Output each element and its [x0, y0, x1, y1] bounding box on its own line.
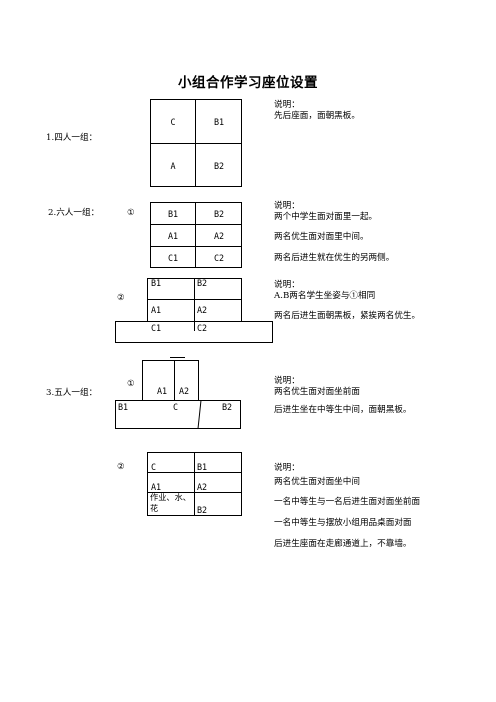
seat-a1: A1 [157, 386, 168, 396]
seat-b1: B1 [197, 462, 208, 472]
seat-a1: A1 [167, 231, 179, 241]
grid-frame [115, 400, 241, 429]
note-five2-line: 一名中等生与一名后进生面对面坐前面 [274, 497, 421, 507]
grid-row-divider [150, 143, 242, 144]
grid-frame [150, 202, 242, 268]
option-marker: ① [127, 379, 135, 389]
option-marker: ② [117, 293, 125, 303]
note-four-line: 先后座面，面朝黑板。 [274, 111, 360, 121]
note-five1-heading: 说明： [274, 376, 300, 386]
seating-grid-four: C B1 A B2 [150, 99, 242, 187]
seating-grid-five-2: C B1 A1 A2 作业、水、花 B2 [147, 452, 242, 516]
grid-frame [142, 360, 199, 401]
seat-a2: A2 [213, 231, 225, 241]
grid-col-divider [194, 321, 195, 331]
seat-c: C [151, 462, 157, 472]
seating-grid-six-1: B1 B2 A1 A2 C1 C2 [150, 202, 242, 268]
note-six2-heading: 说明： [274, 280, 300, 290]
grid-row-divider [150, 224, 242, 225]
note-five1-line: 两名优生面对面坐前面 [274, 387, 360, 397]
section-five-label: 3.五人一组： [46, 388, 98, 398]
note-five2-line: 一名中等生与摆放小组用品桌面对面 [274, 518, 412, 528]
seat-c2: C2 [213, 253, 225, 263]
seat-c: C [173, 402, 179, 412]
seat-b2: B2 [197, 505, 208, 515]
supplies-desk: 作业、水、花 [150, 492, 191, 513]
seat-c1: C1 [167, 253, 179, 263]
note-five2-line: 两名优生面对面坐中间 [274, 477, 360, 487]
note-five1-line: 后进生坐在中等生中间，面朝黑板。 [274, 405, 412, 415]
note-six1-line: 两个中学生面对面里一起。 [274, 212, 378, 222]
note-six1-heading: 说明： [274, 201, 300, 211]
seat-a1: A1 [151, 305, 162, 315]
grid-row-divider [150, 246, 242, 247]
option-marker: ① [127, 208, 135, 218]
grid-col-divider [195, 99, 196, 187]
note-six2-line: A.B两名学生坐姿与①相同 [274, 291, 376, 301]
note-six2-line: 两名后进生面朝黑板，紧挨两名优生。 [274, 311, 421, 321]
seating-grid-five-1: A1 A2 B1 C B2 [115, 357, 241, 429]
grid-col-divider [174, 360, 175, 401]
seat-a1: A1 [151, 482, 162, 492]
section-four-label: 1.四人一组： [46, 133, 98, 143]
page-title: 小组合作学习座位设置 [178, 75, 318, 91]
seat-b1: B1 [151, 278, 162, 288]
seat-b2: B2 [213, 161, 225, 171]
note-six1-line: 两名优生面对面里中间。 [274, 232, 369, 242]
seat-c2: C2 [197, 323, 208, 333]
seat-a2: A2 [197, 482, 208, 492]
section-six-label: 2.六人一组： [48, 208, 100, 218]
seat-a: A [170, 161, 176, 171]
seat-b1: B1 [213, 117, 225, 127]
seat-b1: B1 [167, 209, 179, 219]
seat-b2: B2 [213, 209, 225, 219]
option-marker: ② [117, 462, 125, 472]
seating-grid-six-2: B1 B2 A1 A2 C1 C2 [115, 278, 273, 344]
grid-col-divider [194, 278, 195, 322]
note-five2-heading: 说明： [274, 463, 300, 473]
seat-c1: C1 [151, 323, 162, 333]
grid-edge [170, 357, 185, 358]
seat-b2: B2 [197, 278, 208, 288]
seat-a2: A2 [179, 386, 190, 396]
note-six1-line: 两名后进生就在优生的另两侧。 [274, 253, 395, 263]
grid-col-divider [195, 202, 196, 268]
note-five2-line: 后进生座面在走廊通道上，不靠墙。 [274, 539, 412, 549]
note-four-heading: 说明： [274, 100, 300, 110]
seat-a2: A2 [197, 305, 208, 315]
seat-b2: B2 [222, 402, 233, 412]
seat-b1: B1 [118, 402, 129, 412]
grid-col-divider [194, 452, 195, 516]
seat-c: C [170, 117, 176, 127]
